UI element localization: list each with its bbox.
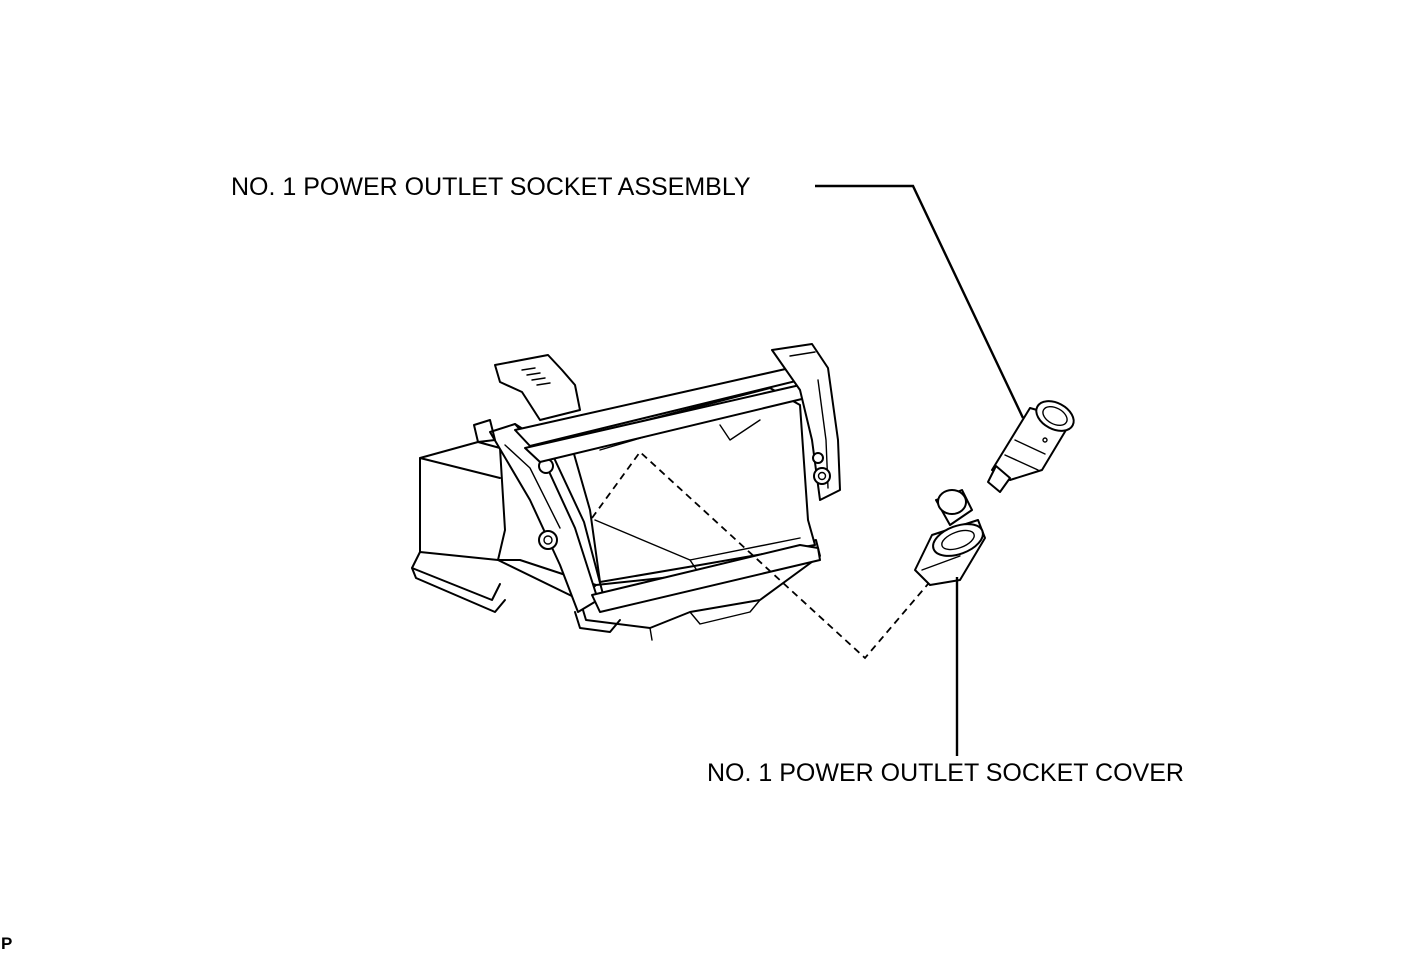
corner-mark: P <box>1 934 13 953</box>
leader-line-assembly <box>815 184 1025 419</box>
power-outlet-socket-cover-part <box>914 489 986 586</box>
socket-assembly-label: NO. 1 POWER OUTLET SOCKET ASSEMBLY <box>231 173 751 201</box>
console-box-housing <box>411 343 841 641</box>
installation-path-line <box>591 450 929 660</box>
power-outlet-socket-assembly-part <box>987 400 1075 493</box>
socket-cover-label: NO. 1 POWER OUTLET SOCKET COVER <box>707 759 1184 787</box>
